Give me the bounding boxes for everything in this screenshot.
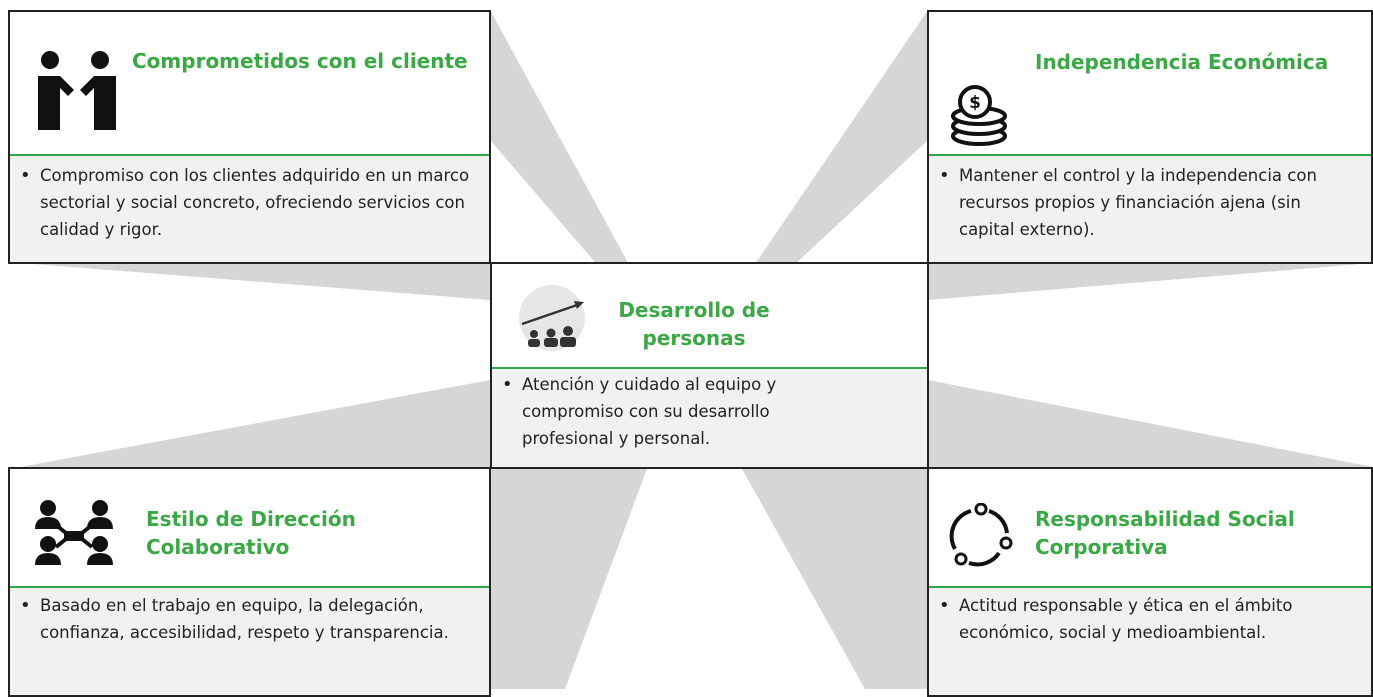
card-leadership: Estilo de Dirección Colaborativo Basado … [8,467,491,697]
ray-mid-left [20,263,490,300]
card-csr: Responsabilidad Social Corporativa Actit… [927,467,1373,697]
card-title: Independencia Económica [1035,50,1329,74]
connected-people-icon [35,500,113,565]
cycle-arrows-icon [949,503,1013,567]
ray-mid-right-2 [928,380,1373,467]
card-bullet: Actitud responsable y ética en el ámbito… [931,592,1361,646]
card-title: Responsabilidad Social Corporativa [1035,507,1295,559]
card-title: Desarrollo de personas [618,298,770,350]
team-growth-icon [519,285,585,351]
card-bullet: Basado en el trabajo en equipo, la deleg… [12,592,482,646]
ray-mid-left-2 [20,380,490,467]
card-bullet: Mantener el control y la independencia c… [931,162,1361,243]
card-client: Comprometidos con el cliente Compromiso … [8,10,491,264]
card-title: Comprometidos con el cliente [132,49,468,73]
svg-text:$: $ [969,93,981,113]
card-economic: $ Independencia Económica Mantener el co… [927,10,1373,264]
card-bullet: Compromiso con los clientes adquirido en… [12,162,482,243]
card-title: Estilo de Dirección Colaborativo [146,507,356,559]
handshake-people-icon [38,51,116,130]
ray-mid-right [928,263,1373,300]
card-people: Desarrollo de personas Atención y cuidad… [490,262,929,469]
coin-stack-icon: $ [951,85,1007,146]
card-bullet: Atención y cuidado al equipo y compromis… [494,371,824,452]
